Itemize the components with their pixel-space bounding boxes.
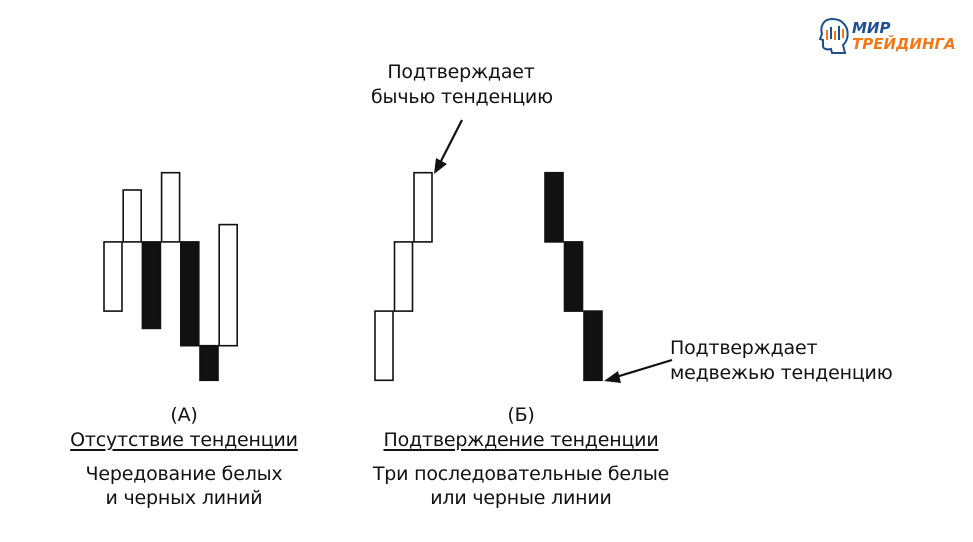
- logo-text-line2: ТРЕЙДИНГА: [852, 35, 956, 53]
- panel-b-bull-line-1-white: [374, 310, 394, 382]
- panel-b-caption-line1: Три последовательные белые: [372, 463, 670, 485]
- panel-a-line-1-white: [103, 241, 123, 312]
- panel-a-line-6-black: [199, 344, 219, 382]
- panel-a-label: (А): [170, 404, 198, 426]
- logo-head-icon: [818, 17, 849, 54]
- panel-a-line-5-black: [180, 241, 200, 347]
- bull-annotation-line2: бычью тенденцию: [371, 86, 553, 108]
- panel-a-line-3-black: [141, 241, 162, 330]
- panel-a-lines: [103, 171, 238, 382]
- panel-b-label: (Б): [507, 404, 535, 426]
- panel-b-bear-line-1-black: [544, 171, 564, 243]
- bear-annotation-line2: медвежью тенденцию: [670, 362, 893, 384]
- panel-a-line-4-white: [160, 171, 181, 243]
- bear-annotation-line1: Подтверждает: [670, 337, 818, 359]
- bull-arrow: [434, 119, 463, 174]
- logo-text-line1: МИР: [852, 19, 891, 37]
- panel-a-line-7-white: [218, 223, 238, 347]
- panel-b-caption-line2: или черные линии: [430, 487, 612, 509]
- panel-a-caption-line2: и черных линий: [105, 487, 263, 509]
- bull-annotation-line1: Подтверждает: [387, 61, 535, 83]
- panel-b-bear-line-3-black: [583, 310, 603, 382]
- bear-arrow: [604, 358, 673, 383]
- panel-b-bull-line-2-white: [393, 241, 414, 312]
- panel-b-bear-line-2-black: [563, 241, 584, 312]
- panel-a-title: Отсутствие тенденции: [70, 429, 298, 451]
- panel-b-lines: [374, 171, 603, 382]
- panel-a-line-2-white: [122, 189, 142, 243]
- panel-b-title: Подтверждение тенденции: [383, 429, 659, 451]
- logo: МИР ТРЕЙДИНГА: [818, 16, 968, 56]
- panel-b-bull-line-3-white: [413, 171, 433, 243]
- panel-a-caption-line1: Чередование белых: [85, 463, 283, 485]
